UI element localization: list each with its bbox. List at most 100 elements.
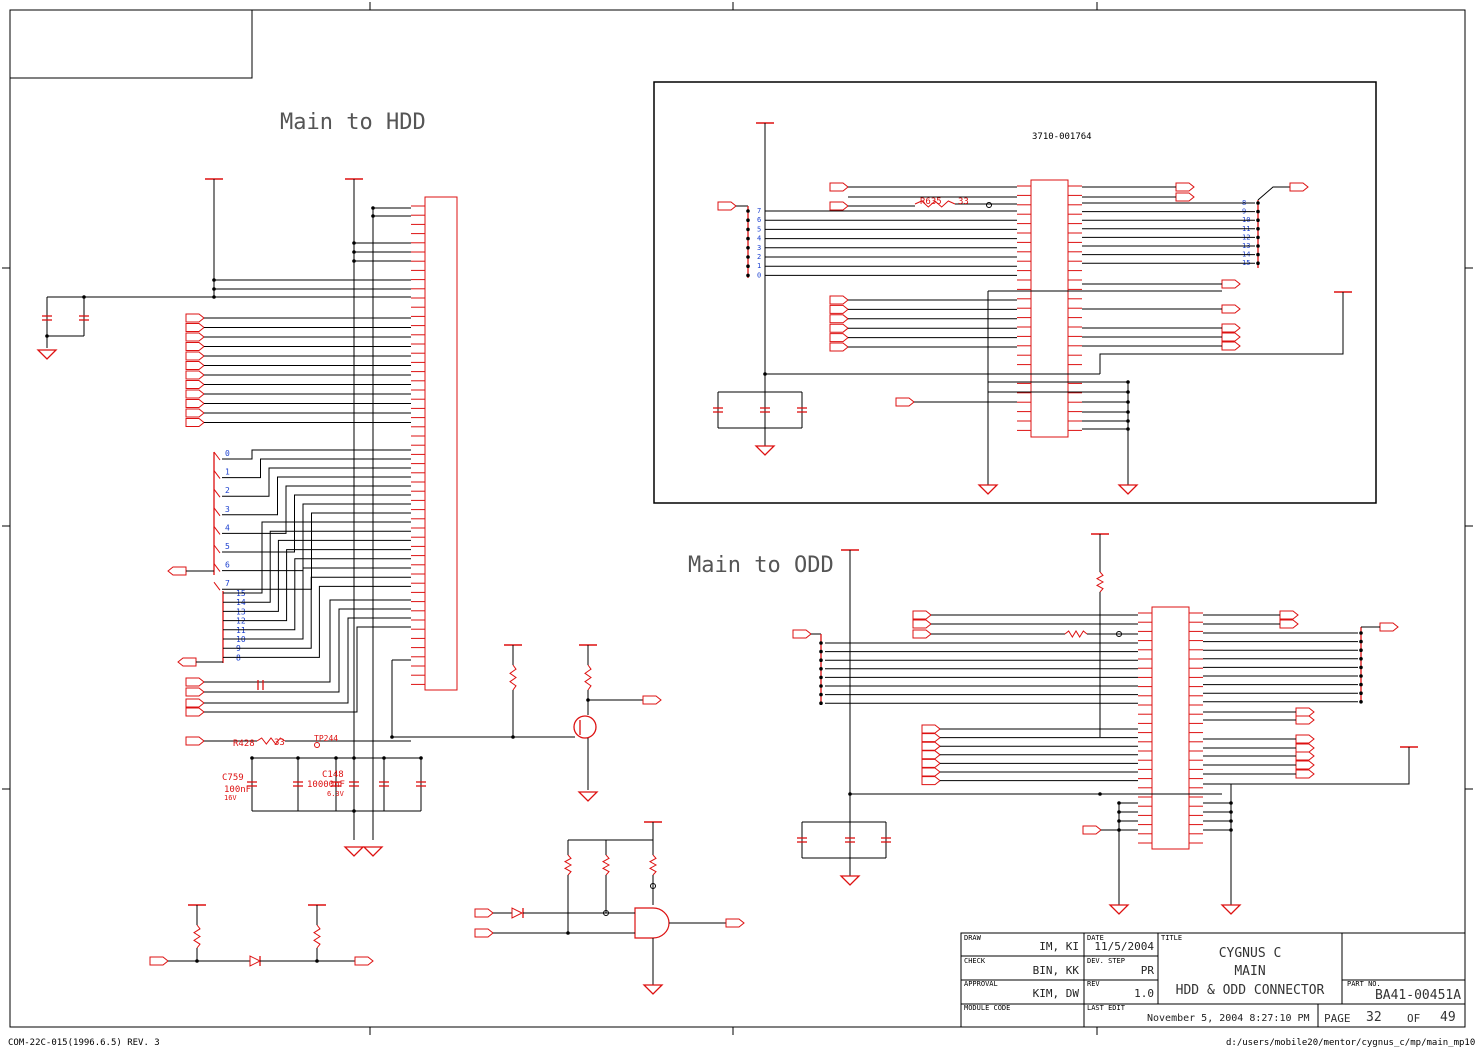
junction-dot [819, 701, 823, 705]
tb-date-value: 11/5/2004 [1094, 940, 1154, 953]
offpage-connector [829, 314, 849, 324]
offpage-connector [185, 418, 205, 427]
offpage-connector [1175, 192, 1195, 202]
tb-check-label: CHECK [964, 957, 986, 965]
offpage-connector [474, 908, 494, 918]
data-line [222, 467, 411, 497]
junction-dot [352, 809, 356, 813]
offpage-connector [185, 332, 205, 342]
tb-module-label: MODULE CODE [964, 1004, 1010, 1012]
data-line [223, 549, 411, 622]
ground-symbol [642, 984, 664, 995]
junction-dot [1256, 209, 1260, 214]
junction-dot [746, 255, 750, 259]
offpage-connector [912, 610, 932, 620]
junction-dot [212, 287, 216, 291]
junction-dot [819, 641, 823, 645]
tb-draw-label: DRAW [964, 934, 982, 942]
junction-dot [819, 667, 823, 671]
hdd-section-title: Main to HDD [280, 110, 426, 135]
junction-dot [1256, 227, 1260, 231]
junction-dot [1117, 819, 1121, 823]
ground-symbol [977, 484, 999, 495]
junction-dot [746, 227, 750, 232]
tb-page-label: PAGE [1324, 1012, 1351, 1025]
ground-symbol [577, 791, 599, 802]
junction-dot [848, 792, 852, 796]
wire [204, 599, 411, 683]
bus-pin-label: 1 [225, 468, 230, 477]
offpage-connector [185, 707, 205, 717]
wire [1257, 186, 1290, 201]
bus-pin-label: 2 [225, 486, 230, 495]
tb-rev-label: REV [1087, 980, 1100, 988]
junction-dot [352, 250, 356, 254]
offpage-connector [921, 767, 941, 777]
tb-date-label: DATE [1087, 934, 1104, 942]
offpage-connector [829, 201, 849, 211]
bus-entry [213, 563, 221, 572]
title-block [960, 932, 1466, 1028]
tb-title-1: CYGNUS C [1219, 946, 1282, 961]
test-point [603, 910, 609, 916]
resistor [313, 924, 321, 949]
data-line [223, 585, 411, 658]
tb-lastedit-label: LAST EDIT [1087, 1004, 1126, 1012]
junction-dot [296, 756, 300, 760]
diode [511, 907, 524, 919]
tb-title-2: MAIN [1234, 964, 1265, 979]
resistor [563, 854, 573, 876]
offpage-connector [1221, 332, 1241, 342]
wire [204, 617, 411, 704]
c759-value: 100nF [224, 785, 251, 795]
ground-symbol [362, 846, 384, 857]
offpage-connector [1295, 760, 1315, 770]
bus-pin-label: 4 [225, 523, 230, 532]
offpage-connector [921, 758, 941, 768]
bus-pin-label: 3 [225, 505, 230, 514]
offpage-connector [185, 361, 205, 370]
offpage-connector [1221, 304, 1241, 314]
tb-draw-value: IM, KI [1039, 940, 1079, 953]
bus-entry [213, 581, 221, 591]
bus-pin-label: 7 [757, 207, 761, 215]
offpage-connector [474, 928, 494, 938]
junction-dot [1359, 639, 1363, 644]
junction-dot [1117, 801, 1121, 805]
resistor [601, 854, 611, 876]
tb-approval-value: KIM, DW [1033, 987, 1080, 1000]
junction-dot [1117, 810, 1121, 814]
bus-entry [213, 488, 221, 498]
junction-dot [1359, 648, 1363, 652]
data-line [223, 539, 411, 612]
offpage-connector [185, 687, 205, 697]
junction-dot [45, 334, 49, 338]
bus-entry [213, 526, 221, 535]
resistor [648, 854, 658, 876]
junction-dot [1256, 201, 1260, 205]
offpage-connector [185, 399, 205, 408]
offpage-connector [185, 313, 205, 323]
c148-volt: 6.3V [327, 790, 345, 798]
and-gate [634, 907, 670, 939]
junction-dot [419, 756, 423, 760]
bus-pin-label: 7 [225, 579, 230, 588]
tb-check-value: BIN, KK [1033, 964, 1080, 977]
junction-dot [352, 756, 356, 760]
ground-symbol [36, 349, 58, 360]
resistor [509, 664, 517, 691]
tb-partno-value: BA41-00451A [1375, 988, 1461, 1003]
junction-dot [382, 756, 386, 760]
tb-approval-label: APPROVAL [964, 980, 998, 988]
inset-frame [653, 81, 1377, 504]
data-line [222, 485, 411, 534]
junction-dot [746, 273, 750, 278]
footer-form-code: COM-22C-015(1996.6.5) REV. 3 [8, 1038, 160, 1047]
junction-dot [1256, 252, 1260, 257]
junction-dot [746, 246, 750, 250]
offpage-connector [185, 698, 205, 708]
offpage-connector [1295, 769, 1315, 779]
tb-dev-label: DEV. STEP [1087, 957, 1125, 965]
